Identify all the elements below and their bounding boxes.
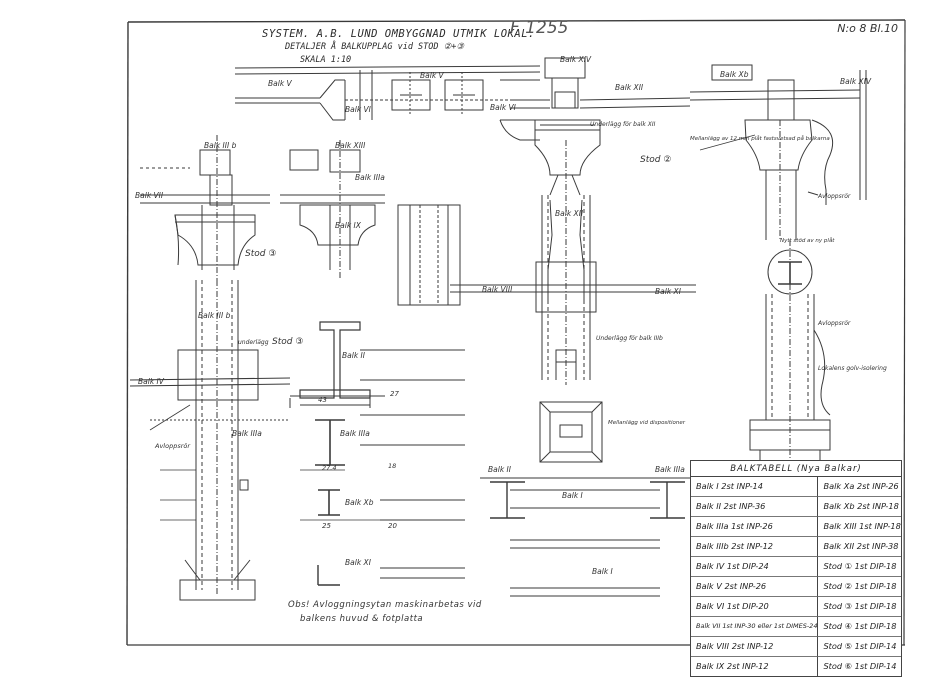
table-cell: Balk I 2st INP-14	[691, 477, 819, 497]
dim-27: 27	[390, 390, 399, 398]
table-cell: Balk VI 1st DIP-20	[691, 597, 819, 617]
label-balk-xi-mid: Balk XI	[655, 287, 682, 296]
dim-20: 20	[388, 522, 397, 530]
label-balk-iiia-low: Balk IIIa	[655, 465, 685, 474]
label-mellanlagg2: Mellanlägg vid dispositioner	[608, 420, 686, 426]
table-cell: Balk IV 1st DIP-24	[691, 557, 819, 577]
label-nyplatta: Nytt stöd av ny plåt	[780, 237, 835, 244]
dim-18: 18	[388, 462, 396, 470]
sheet-number: N:o 8 Bl.10	[837, 22, 898, 35]
table-cell: Balk IX 2st INP-12	[691, 657, 819, 676]
technical-drawing: Balk V Balk VI Balk V Balk XIV Balk XIV …	[126, 19, 906, 646]
label-stod-3b: Stod ③	[272, 337, 303, 347]
column-left-low	[129, 280, 291, 601]
label-balk-iiia: Balk IIIa	[355, 173, 385, 182]
balk-table: BALKTABELL (Nya Balkar) Balk I 2st INP-1…	[690, 460, 902, 677]
label-balk-v2: Balk V	[420, 71, 445, 80]
label-avloppsror3: Avloppsrör	[817, 320, 851, 327]
label-stod-2: Stod ②	[640, 155, 671, 165]
label-lokalens-golv: Lokalens golv-isolering	[818, 365, 887, 372]
drawing-title: SYSTEM. A.B. LUND OMBYGGNAD UTMIK LOKAL.	[262, 28, 535, 40]
label-balk-xiii: Balk XIII	[335, 141, 366, 150]
label-balk-xiv: Balk XIV	[840, 77, 872, 86]
table-cell: Balk XIII 1st INP-18	[818, 517, 901, 537]
dim-43: 43	[318, 396, 327, 404]
label-balk-viii: Balk VIII	[482, 285, 513, 294]
table-cell: Stod ① 1st DIP-18	[818, 557, 901, 577]
table-cell: Stod ⑤ 1st DIP-14	[818, 637, 901, 657]
label-underlag: underlägg	[238, 339, 269, 346]
column-left-top	[140, 135, 270, 280]
table-cell: Balk VII 1st INP-30 eller 1st DIMES-24	[691, 617, 819, 637]
top-beam-run	[234, 65, 541, 141]
table-cell: Stod ② 1st DIP-18	[818, 577, 901, 597]
table-cell: Balk Xa 2st INP-26	[818, 477, 901, 497]
label-balk-v: Balk V	[268, 79, 293, 88]
table-cell: Stod ④ 1st DIP-18	[818, 617, 901, 637]
label-balk-iiia-bot: Balk IIIa	[232, 429, 262, 438]
label-balk-xb2: Balk Xb	[345, 498, 374, 507]
footnote-line2: balkens huvud & fotplatta	[300, 614, 424, 624]
drawing-subtitle: DETALJER Å BALKUPPLAG vid STOD ②+③	[285, 42, 464, 52]
plan-detail-square	[539, 401, 603, 463]
table-cell: Stod ⑥ 1st DIP-14	[823, 661, 897, 671]
table-cell: Balk IIIb 2st INP-12	[691, 537, 819, 557]
label-balk-ix: Balk IX	[335, 221, 362, 230]
label-balk-iiia2: Balk IIIa	[340, 429, 370, 438]
label-stod-3: Stod ③	[245, 249, 276, 259]
table-cell: Balk IIIa 1st INP-26	[691, 517, 819, 537]
label-underlagg-balk: Underlägg för balk IIIb	[596, 335, 663, 342]
dim-25: 25	[322, 522, 331, 530]
balk-v-elevation	[397, 204, 461, 306]
label-underlagg-xii: Underlägg för balk XII	[590, 121, 656, 128]
table-cell: Balk VIII 2st INP-12	[691, 637, 819, 657]
label-balk-i: Balk I	[562, 491, 584, 500]
drawing-labels: Balk V Balk VI Balk V Balk XIV Balk XIV …	[135, 55, 887, 576]
table-cell: Balk XII 2st INP-38	[818, 537, 901, 557]
table-cell: Balk V 2st INP-26	[691, 577, 819, 597]
label-balk-vii: Balk VII	[135, 191, 164, 200]
column-stod-2	[450, 57, 696, 385]
column-right-top	[689, 64, 867, 240]
label-avloppsror: Avloppsrör	[154, 442, 191, 450]
table-cell: Balk II 2st INP-36	[691, 497, 819, 517]
balk-i-assembly	[480, 477, 690, 597]
long-beams-center	[360, 349, 465, 579]
label-mellanlagg: Mellanlägg av 12 mm plåt fastsvetsad på …	[690, 135, 830, 142]
drawing-sheet: Balk V Balk VI Balk V Balk XIV Balk XIV …	[126, 19, 906, 646]
file-number: F 1255	[510, 18, 569, 38]
label-balk-xii: Balk XII	[555, 209, 584, 218]
label-balk-i2: Balk I	[592, 567, 614, 576]
label-balk-ii: Balk II	[342, 351, 366, 360]
label-balk-ii-low: Balk II	[488, 465, 512, 474]
label-balk-xiv-top: Balk XIV	[560, 55, 592, 64]
label-balk-xi: Balk XI	[345, 558, 372, 567]
column-left-top-2	[280, 140, 385, 280]
label-balk-xii-top: Balk XII	[615, 83, 644, 92]
label-balk-vi: Balk VI	[345, 105, 372, 114]
balk-table-grid: Balk I 2st INP-14 Balk Xa 2st INP-26 Bal…	[691, 477, 901, 676]
label-balk-vi-mid: Balk VI	[490, 103, 517, 112]
sheet-frame	[126, 19, 906, 646]
table-cell: Balk Xb 2st INP-18	[818, 497, 901, 517]
table-cell: Stod ③ 1st DIP-18	[818, 597, 901, 617]
column-right-mid	[749, 240, 831, 460]
balk-table-heading: BALKTABELL (Nya Balkar)	[691, 461, 901, 477]
beam-sections	[289, 321, 420, 586]
dim-27-4: 27.4	[322, 464, 336, 472]
label-balk-xb: Balk Xb	[720, 70, 749, 79]
drawing-scale: SKALA 1:10	[300, 55, 352, 65]
footnote-line1: Obs! Avloggningsytan maskinarbetas vid	[288, 600, 482, 610]
label-balk-iv: Balk IV	[138, 377, 165, 386]
label-balk-iiib-mid: Balk III b	[198, 311, 231, 320]
label-avloppsror2: Avloppsrör	[817, 193, 851, 200]
label-balk-iii-b: Balk III b	[204, 141, 237, 150]
